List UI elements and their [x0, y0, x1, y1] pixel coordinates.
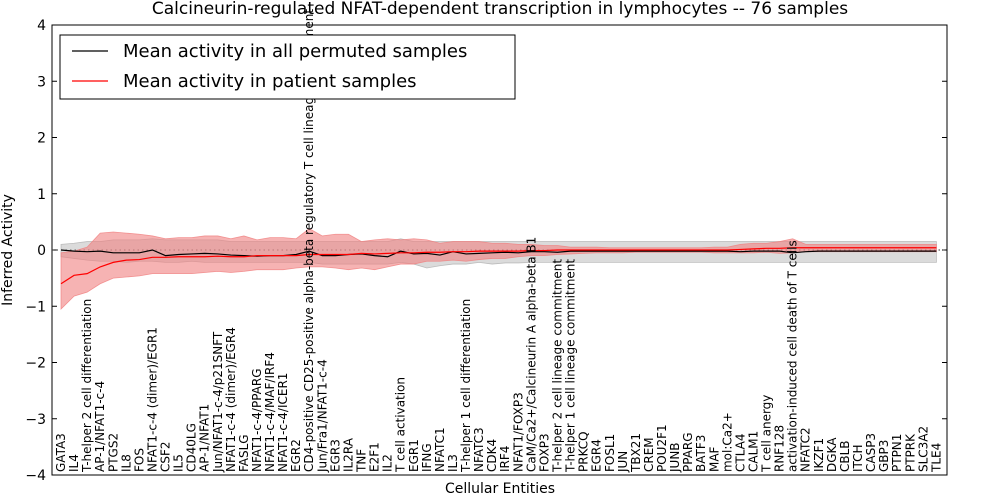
category-label: NFAT1-c-4 (dimer)/EGR4	[224, 327, 238, 472]
category-label: CaM/Ca2+/Calcineurin A alpha-beta B1	[524, 237, 538, 472]
category-label: PTPRK	[903, 433, 917, 472]
legend: Mean activity in all permuted samplesMea…	[59, 34, 516, 100]
y-tick-label: 2	[37, 131, 46, 147]
category-label: EGR1	[407, 439, 421, 472]
category-label: TNF	[355, 449, 369, 473]
category-label: DGKA	[825, 437, 839, 472]
category-label: E2F1	[368, 442, 382, 472]
y-tick-label: 1	[37, 187, 46, 203]
category-label: Jun/Fra1/NFAT1-c-4	[315, 359, 329, 473]
category-label: NFAT1/FOXP3	[511, 392, 525, 472]
y-tick-label: −3	[25, 412, 46, 428]
category-label: POU2F1	[655, 424, 669, 472]
y-axis-label: Inferred Activity	[0, 194, 16, 306]
category-label: SLC3A2	[916, 426, 930, 472]
category-label: PRKCQ	[577, 431, 591, 472]
category-label: CDK4	[485, 439, 499, 472]
series-line-2	[60, 247, 937, 285]
y-tick-label: 0	[37, 243, 46, 259]
category-label: T cell anergy	[760, 395, 774, 473]
category-label: JUN	[616, 451, 630, 473]
category-label: T-helper 2 cell lineage commitment	[550, 259, 564, 473]
category-label: GATA3	[54, 433, 68, 472]
category-label: GBP3	[877, 440, 891, 472]
y-tick-label: −1	[25, 299, 46, 315]
y-tick-label: −2	[25, 356, 46, 372]
category-label: PTPN1	[890, 434, 904, 472]
category-label: Jun/NFAT1-c-4/p21SNFT	[211, 331, 225, 473]
category-label: IL2	[381, 454, 395, 472]
category-label: activation-induced cell death of T cells	[786, 240, 800, 472]
category-label: BATF3	[694, 435, 708, 472]
category-label: MAF	[707, 446, 721, 472]
category-label: T cell activation	[394, 377, 408, 473]
category-label: T-helper 1 cell differentiation	[459, 299, 473, 473]
legend-label-1: Mean activity in all permuted samples	[123, 41, 467, 62]
category-label: PTGS2	[106, 433, 120, 472]
series-band-2	[60, 228, 937, 311]
x-axis-label: Cellular Entities	[445, 481, 555, 497]
category-label: T-helper 1 cell lineage commitment	[564, 259, 578, 473]
category-label: T-helper 2 cell differentiation	[80, 299, 94, 473]
category-label: FASLG	[237, 434, 251, 472]
category-label: AP-1/NFAT1-c-4	[93, 381, 107, 472]
category-label: TLE4	[929, 443, 943, 473]
category-label: EGR4	[590, 439, 604, 472]
category-label: IL2RA	[341, 437, 355, 472]
category-label: NFAT1-c-4/ICER1	[276, 373, 290, 472]
category-label: FOXP3	[537, 433, 551, 472]
category-label: IRF4	[498, 446, 512, 472]
category-label: EGR3	[328, 439, 342, 472]
category-label: JUNB	[668, 442, 682, 473]
category-label: mol:Ca2+	[720, 412, 734, 472]
legend-label-2: Mean activity in patient samples	[123, 71, 417, 92]
category-label: EGR2	[289, 439, 303, 472]
chart-title: Calcineurin-regulated NFAT-dependent tra…	[152, 0, 848, 19]
category-label: RNF128	[773, 425, 787, 472]
legend-box	[59, 34, 516, 100]
category-label: NFATC3	[472, 427, 486, 472]
category-label: TBX21	[629, 433, 643, 473]
category-label: NFAT1-c-4/MAF/IRF4	[263, 352, 277, 472]
category-label: NFAT1-c-4/PPARG	[250, 368, 264, 472]
category-label: CD4-positive CD25-positive alpha-beta re…	[302, 9, 316, 472]
series-line-1	[60, 249, 937, 258]
category-label: IKZF1	[812, 438, 826, 472]
category-label: CALM1	[746, 431, 760, 472]
y-tick-label: 3	[37, 74, 46, 90]
category-label: FOS	[132, 448, 146, 472]
category-label: CD40LG	[185, 423, 199, 472]
category-label: CBLB	[838, 440, 852, 472]
category-label: FOSL1	[603, 434, 617, 472]
category-label: NFATC1	[433, 427, 447, 472]
category-label: CTLA4	[733, 433, 747, 472]
category-label: CASP3	[864, 433, 878, 472]
category-label: IL5	[172, 454, 186, 472]
category-label: NFATC2	[799, 427, 813, 472]
category-label: IL4	[67, 454, 81, 472]
category-label: AP-1/NFAT1	[198, 404, 212, 472]
category-label: PPARG	[681, 432, 695, 472]
y-tick-label: −4	[25, 468, 46, 484]
category-label: CREM	[642, 437, 656, 472]
category-label: ITCH	[851, 444, 865, 472]
category-label: IL3	[446, 454, 460, 472]
y-tick-label: 4	[37, 18, 46, 34]
category-label: NFAT1-c-4 (dimer)/EGR1	[145, 327, 159, 472]
category-label: CSF2	[159, 441, 173, 472]
category-label: IFNG	[420, 443, 434, 472]
category-label: IL8	[119, 454, 133, 472]
